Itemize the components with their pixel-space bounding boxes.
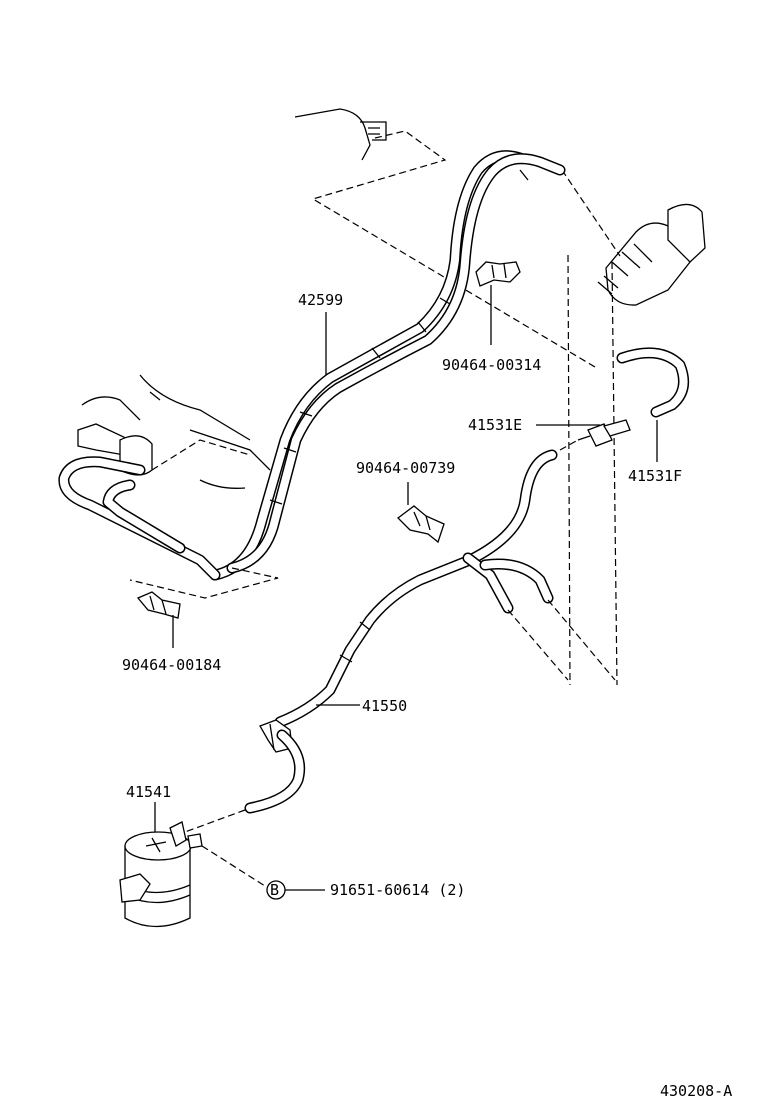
label-42599: 42599 xyxy=(298,291,343,309)
upper-component-outline xyxy=(294,108,596,368)
hose-to-filter xyxy=(184,729,306,833)
label-41541: 41541 xyxy=(126,783,171,801)
clamp-90464-00739: 90464-00739 xyxy=(356,459,455,544)
vacuum-switching-valve xyxy=(561,169,706,686)
label-41531E: 41531E xyxy=(468,416,522,434)
label-90464-00739: 90464-00739 xyxy=(356,459,455,477)
diagram-id: 430208-A xyxy=(660,1082,732,1100)
hose-41550: 41550 xyxy=(274,449,616,728)
label-91651-60614: 91651-60614 (2) xyxy=(330,881,465,899)
clamp-90464-00314: 90464-00314 xyxy=(442,261,541,374)
bolt-callout: B 91651-60614 (2) xyxy=(266,880,465,900)
label-90464-00314: 90464-00314 xyxy=(442,356,541,374)
label-90464-00184: 90464-00184 xyxy=(122,656,221,674)
filter-41541: 41541 xyxy=(119,783,266,928)
bolt-circle-letter: B xyxy=(270,881,279,899)
label-41531F: 41531F xyxy=(628,467,682,485)
callout-42599: 42599 xyxy=(298,291,343,375)
clamp-90464-00184: 90464-00184 xyxy=(122,591,221,674)
label-41550: 41550 xyxy=(362,697,407,715)
pipe-41531E: 41531E xyxy=(468,416,631,451)
hose-41531F: 41531F xyxy=(616,347,690,485)
lower-left-component xyxy=(58,374,279,599)
hose-42599 xyxy=(209,150,566,581)
